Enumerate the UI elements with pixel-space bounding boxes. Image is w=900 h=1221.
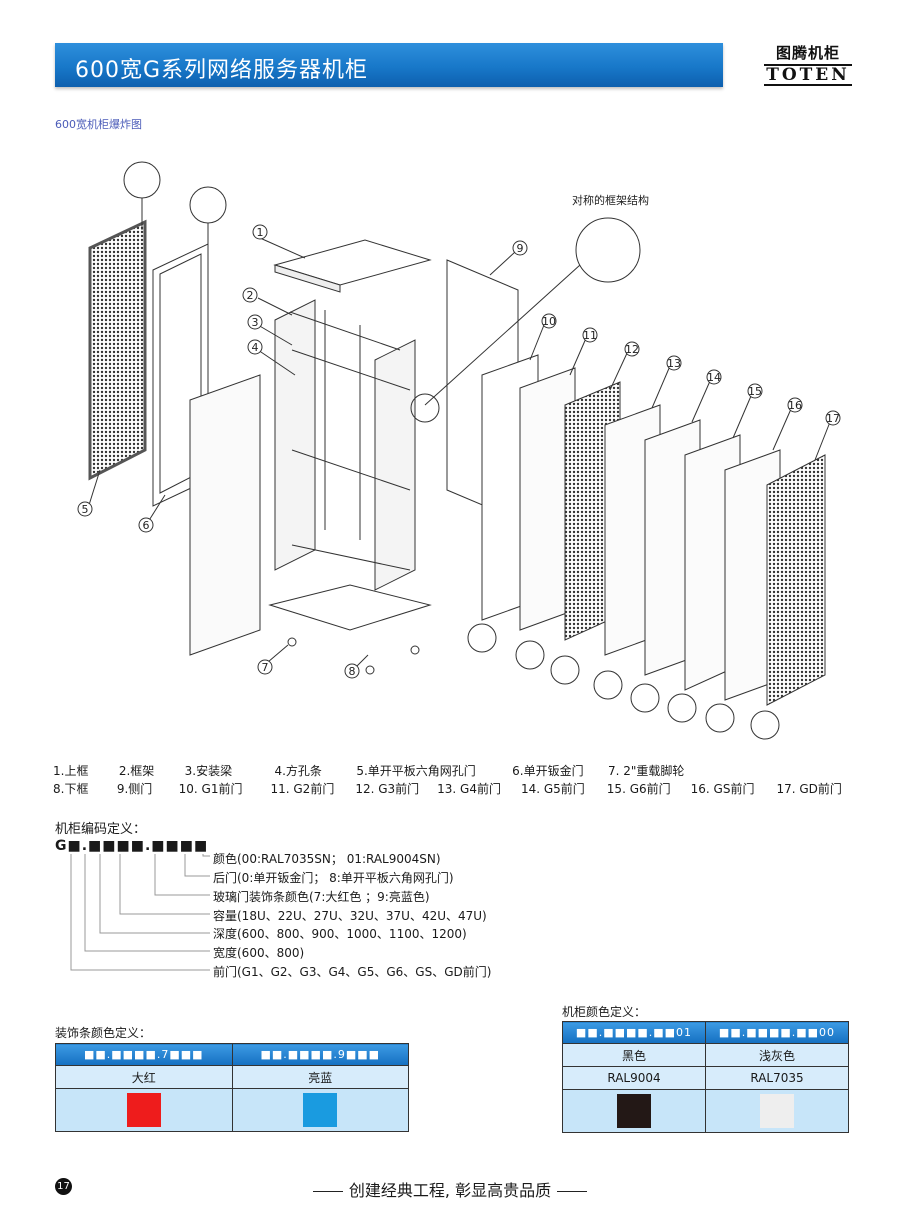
exploded-diagram-svg: 1 2 3 4 5 6 7 8 9 10 11 12 13 14 15 16 1…	[77, 161, 841, 740]
section-subtitle: 600宽机柜爆炸图	[55, 118, 142, 131]
trim-code-red: ■■.■■■■.7■■■	[55, 1043, 233, 1066]
cabinet-ral-grey: RAL7035	[705, 1066, 849, 1090]
code-item-depth: 深度(600、800、900、1000、1100、1200)	[213, 927, 467, 941]
cabinet-frame	[274, 299, 416, 591]
legend-item: 5.单开平板六角网孔门	[356, 764, 476, 778]
callout-2: 2	[247, 289, 254, 302]
callout-8: 8	[349, 665, 356, 678]
exploded-diagram: 1 2 3 4 5 6 7 8 9 10 11 12 13 14 15 16 1…	[60, 150, 850, 750]
legend-item: 2.框架	[118, 764, 155, 778]
code-item-trim: 玻璃门装饰条颜色(7:大红色 ；9:亮蓝色)	[213, 890, 430, 904]
trim-colors-title: 装饰条颜色定义：	[55, 1026, 152, 1040]
trim-name-red: 大红	[55, 1065, 233, 1089]
callout-11: 11	[583, 329, 597, 342]
brand-logo: 图腾机柜 TOTEN	[764, 42, 852, 86]
sheet-plate	[189, 374, 261, 656]
legend-item: 4.方孔条	[274, 764, 322, 778]
legend-item: 12. G3前门	[355, 782, 420, 796]
legend-item: 3.安装梁	[184, 764, 233, 778]
brand-cn: 图腾机柜	[775, 44, 840, 62]
legend-item: 14. G5前门	[520, 782, 585, 796]
callout-6: 6	[143, 519, 150, 532]
header-bar: 600宽G系列网络服务器机柜	[55, 43, 723, 87]
trim-code-blue: ■■.■■■■.9■■■	[231, 1043, 409, 1066]
legend-item: 8.下框	[53, 782, 89, 796]
cabinet-colors-title: 机柜颜色定义：	[562, 1005, 647, 1019]
legend-item: 17. GD前门	[776, 782, 842, 796]
legend-row-1: 1.上框 2.框架 3.安装梁 4.方孔条 5.单开平板六角网孔门 6.单开钣金…	[53, 762, 684, 779]
brand-en: TOTEN	[764, 64, 852, 86]
swatch-blue	[303, 1093, 338, 1127]
callout-15: 15	[748, 385, 762, 398]
cabinet-ral-black: RAL9004	[562, 1066, 706, 1090]
swatch-red	[126, 1093, 161, 1127]
callout-5: 5	[82, 503, 89, 516]
detail-circles	[467, 623, 780, 740]
legend-item: 10. G1前门	[178, 782, 243, 796]
code-item-width: 宽度(600、800)	[213, 946, 305, 960]
code-bracket-lines	[70, 854, 210, 971]
cabinet-code-black: ■■.■■■■.■■01	[562, 1021, 706, 1044]
slogan-dash-left	[312, 1191, 343, 1192]
legend-item: 13. G4前门	[437, 782, 501, 796]
footer-slogan: 创建经典工程, 彰显高贵品质	[300, 1177, 600, 1201]
mesh-door-5	[89, 221, 146, 479]
legend-item: 9.侧门	[116, 782, 153, 796]
cabinet-name-grey: 浅灰色	[705, 1043, 849, 1067]
code-item-color: 颜色(00:RAL7035SN； 01:RAL9004SN)	[213, 852, 441, 866]
legend-item: 15. G6前门	[606, 782, 671, 796]
slogan-dash-right	[557, 1191, 588, 1192]
frame-note: 对称的框架结构	[572, 193, 649, 207]
page-title: 600宽G系列网络服务器机柜	[75, 58, 369, 83]
cabinet-code-grey: ■■.■■■■.■■00	[705, 1021, 849, 1044]
callout-16: 16	[788, 399, 802, 412]
legend-item: 11. G2前门	[270, 782, 335, 796]
callout-1: 1	[257, 226, 264, 239]
legend-item: 6.单开钣金门	[512, 764, 584, 778]
code-item-rear-door: 后门(0:单开钣金门； 8:单开平板六角网孔门)	[213, 871, 454, 885]
legend-item: 16. GS前门	[690, 782, 755, 796]
callout-10: 10	[542, 315, 556, 328]
callout-7: 7	[262, 661, 269, 674]
callout-4: 4	[252, 341, 259, 354]
front-doors	[481, 354, 826, 706]
code-item-front-door: 前门(G1、G2、G3、G4、G5、G6、GS、GD前门)	[213, 965, 492, 979]
bottom-frame-8	[268, 584, 432, 631]
callout-13: 13	[667, 357, 681, 370]
cabinet-name-black: 黑色	[562, 1043, 706, 1067]
cabinet-colors-table: ■■.■■■■.■■01 ■■.■■■■.■■00 黑色 浅灰色 RAL9004…	[562, 1021, 849, 1133]
code-item-capacity: 容量(18U、22U、27U、32U、37U、42U、47U)	[213, 909, 487, 923]
callout-9: 9	[517, 242, 524, 255]
callout-14: 14	[707, 371, 721, 384]
callout-17: 17	[826, 412, 840, 425]
slogan-text: 创建经典工程, 彰显高贵品质	[348, 1181, 552, 1200]
code-pattern: G■.■■■■.■■■■	[55, 838, 209, 854]
legend-item: 1.上框	[53, 764, 89, 778]
swatch-grey	[760, 1094, 794, 1128]
legend-item: 7. 2"重载脚轮	[607, 764, 685, 778]
trim-name-blue: 亮蓝	[231, 1065, 409, 1089]
trim-colors-table: ■■.■■■■.7■■■ ■■.■■■■.9■■■ 大红 亮蓝	[55, 1043, 409, 1132]
swatch-black	[617, 1094, 651, 1128]
callout-12: 12	[625, 343, 639, 356]
legend-row-2: 8.下框 9.侧门 10. G1前门 11. G2前门 12. G3前门 13.…	[53, 780, 842, 797]
code-title: 机柜编码定义：	[55, 822, 147, 837]
callout-3: 3	[252, 316, 259, 329]
page-number: 17	[55, 1178, 72, 1195]
